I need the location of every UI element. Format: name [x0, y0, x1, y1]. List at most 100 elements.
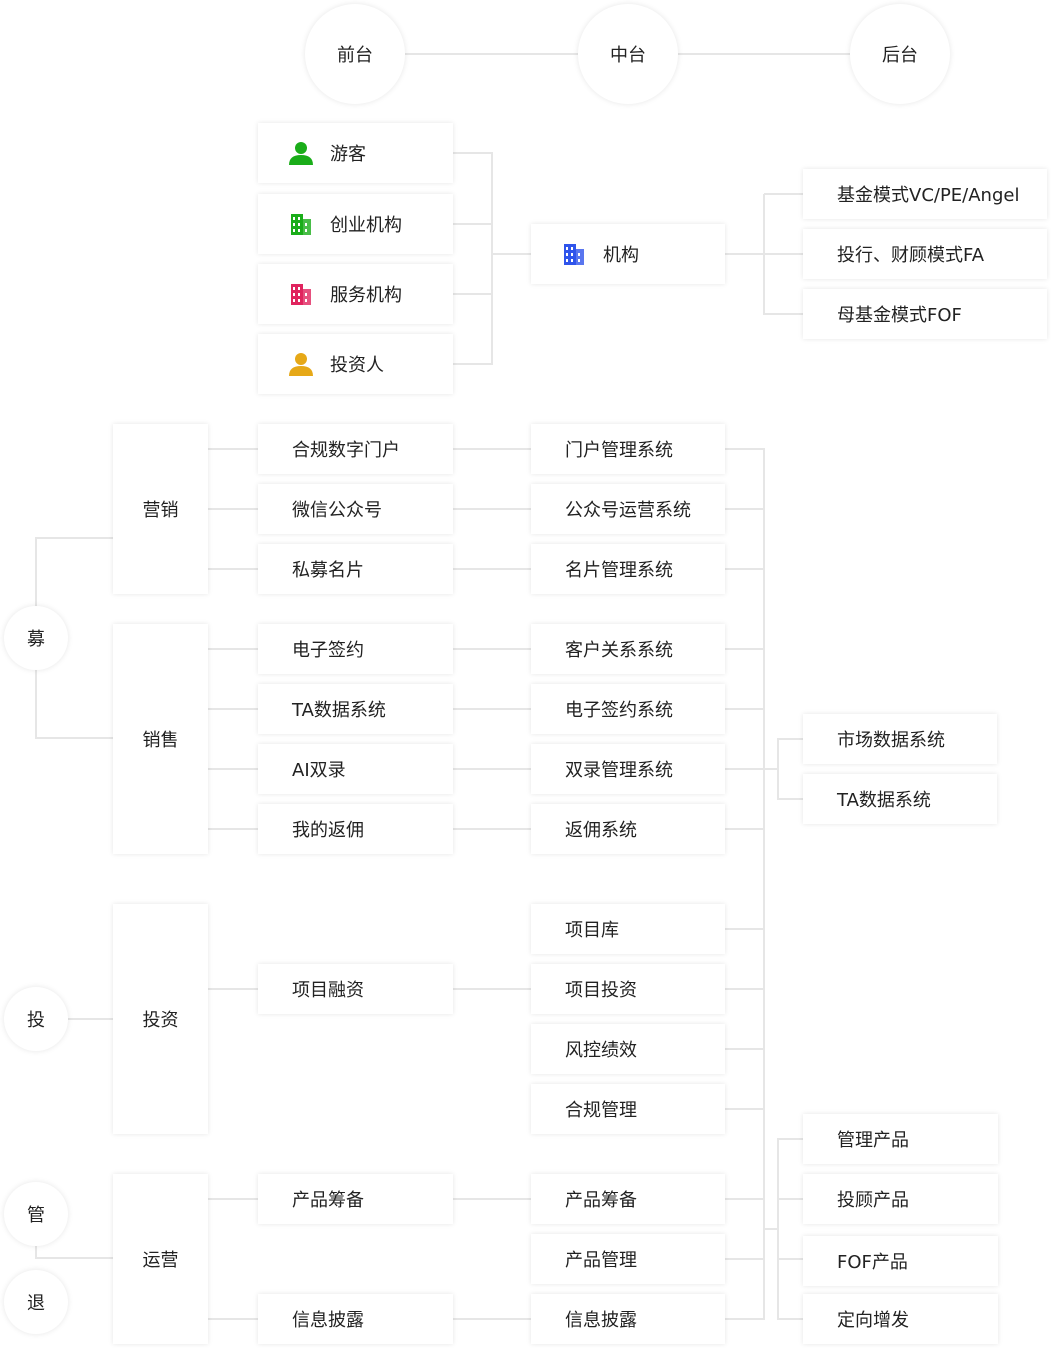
category-label: 营销 [142, 500, 179, 521]
front-item-label: TA数据系统 [292, 700, 386, 721]
middle-item-label: 名片管理系统 [565, 560, 673, 581]
stage-raise: 募 [4, 606, 68, 670]
front-item: 合规数字门户 [258, 424, 453, 474]
front-item: 我的返佣 [258, 804, 453, 854]
back-data-item: TA数据系统 [803, 774, 997, 824]
middle-item: 合规管理 [531, 1084, 725, 1134]
column-middle: 中台 [578, 4, 678, 104]
category-sales: 销售 [113, 624, 208, 854]
front-item: 私募名片 [258, 544, 453, 594]
user-startup-label: 创业机构 [330, 215, 402, 236]
person-icon [288, 351, 314, 377]
middle-label: 中台 [610, 45, 646, 66]
middle-item: 电子签约系统 [531, 684, 725, 734]
middle-item-label: 门户管理系统 [565, 440, 673, 461]
back-product-item: 投顾产品 [803, 1174, 998, 1224]
category-investment: 投资 [113, 904, 208, 1134]
user-investor: 投资人 [258, 334, 453, 394]
back-item-label: FOF产品 [837, 1252, 908, 1273]
front-item-label: AI双录 [292, 760, 346, 781]
middle-item: 产品管理 [531, 1234, 725, 1284]
stage-invest-label: 投 [27, 1010, 45, 1031]
middle-item: 客户关系系统 [531, 624, 725, 674]
middle-item-label: 产品管理 [565, 1250, 637, 1271]
user-service: 服务机构 [258, 264, 453, 324]
front-item: 微信公众号 [258, 484, 453, 534]
middle-item: 双录管理系统 [531, 744, 725, 794]
middle-item-label: 项目投资 [565, 980, 637, 1001]
middle-item-label: 风控绩效 [565, 1040, 637, 1061]
building-icon [561, 241, 587, 267]
front-item: TA数据系统 [258, 684, 453, 734]
back-data-item: 市场数据系统 [803, 714, 997, 764]
middle-item-label: 产品筹备 [565, 1190, 637, 1211]
column-front: 前台 [305, 4, 405, 104]
front-item: 信息披露 [258, 1294, 453, 1344]
front-item-label: 我的返佣 [292, 820, 364, 841]
middle-item-label: 双录管理系统 [565, 760, 673, 781]
fund-mode-label: 投行、财顾模式FA [837, 245, 985, 266]
category-label: 投资 [142, 1010, 179, 1031]
back-label: 后台 [882, 45, 918, 66]
fund-mode: 基金模式VC/PE/Angel [803, 169, 1047, 219]
front-item-label: 电子签约 [292, 640, 364, 661]
middle-item-label: 返佣系统 [565, 820, 637, 841]
front-item-label: 信息披露 [292, 1310, 364, 1331]
middle-item-label: 项目库 [565, 920, 619, 941]
middle-item: 门户管理系统 [531, 424, 725, 474]
institution-box: 机构 [531, 224, 725, 284]
user-visitor: 游客 [258, 123, 453, 183]
front-item-label: 合规数字门户 [292, 440, 400, 461]
middle-item: 名片管理系统 [531, 544, 725, 594]
back-product-item: 定向增发 [803, 1294, 998, 1344]
front-item: 项目融资 [258, 964, 453, 1014]
front-item-label: 微信公众号 [292, 500, 382, 521]
front-item-label: 项目融资 [292, 980, 364, 1001]
category-operation: 运营 [113, 1174, 208, 1344]
fund-mode-label: 母基金模式FOF [837, 305, 962, 326]
user-visitor-label: 游客 [330, 144, 366, 165]
middle-item: 返佣系统 [531, 804, 725, 854]
building-icon [288, 281, 314, 307]
institution-label: 机构 [603, 245, 639, 266]
middle-item-label: 客户关系系统 [565, 640, 673, 661]
building-icon [288, 211, 314, 237]
front-item-label: 产品筹备 [292, 1190, 364, 1211]
user-startup: 创业机构 [258, 194, 453, 254]
column-back: 后台 [850, 4, 950, 104]
middle-item: 公众号运营系统 [531, 484, 725, 534]
middle-item: 项目库 [531, 904, 725, 954]
middle-item-label: 电子签约系统 [565, 700, 673, 721]
middle-item-label: 合规管理 [565, 1100, 637, 1121]
category-marketing: 营销 [113, 424, 208, 594]
back-item-label: 管理产品 [837, 1130, 909, 1151]
stage-invest: 投 [4, 987, 68, 1051]
back-product-item: FOF产品 [803, 1236, 998, 1286]
middle-item-label: 公众号运营系统 [565, 500, 691, 521]
front-item: 电子签约 [258, 624, 453, 674]
category-label: 运营 [142, 1250, 179, 1271]
stage-exit-label: 退 [27, 1293, 45, 1314]
middle-item-label: 信息披露 [565, 1310, 637, 1331]
fund-mode: 母基金模式FOF [803, 289, 1047, 339]
category-label: 销售 [142, 730, 179, 751]
back-item-label: 市场数据系统 [837, 730, 945, 751]
fund-mode-label: 基金模式VC/PE/Angel [837, 185, 1020, 206]
front-item-label: 私募名片 [292, 560, 364, 581]
back-item-label: 定向增发 [837, 1310, 909, 1331]
user-investor-label: 投资人 [330, 355, 384, 376]
front-label: 前台 [337, 45, 373, 66]
front-item: AI双录 [258, 744, 453, 794]
stage-manage-label: 管 [27, 1205, 45, 1226]
middle-item: 信息披露 [531, 1294, 725, 1344]
stage-raise-label: 募 [27, 629, 45, 650]
front-item: 产品筹备 [258, 1174, 453, 1224]
stage-exit: 退 [4, 1270, 68, 1334]
middle-item: 项目投资 [531, 964, 725, 1014]
fund-mode: 投行、财顾模式FA [803, 229, 1047, 279]
back-item-label: TA数据系统 [837, 790, 931, 811]
user-service-label: 服务机构 [330, 285, 402, 306]
stage-manage: 管 [4, 1182, 68, 1246]
middle-item: 产品筹备 [531, 1174, 725, 1224]
back-item-label: 投顾产品 [837, 1190, 909, 1211]
